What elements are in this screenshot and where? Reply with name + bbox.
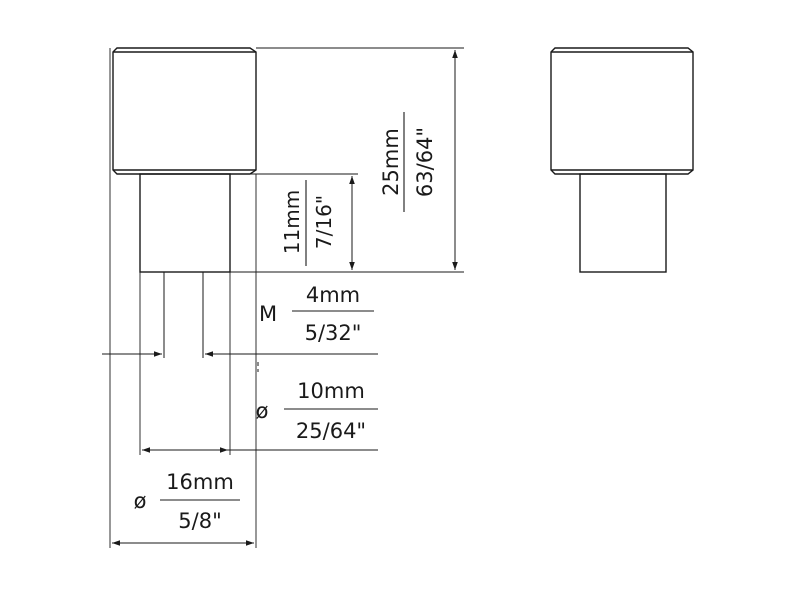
knob-stem <box>139 173 231 273</box>
dimension-lines <box>102 50 458 546</box>
thread-prefix-label: M <box>259 302 277 326</box>
knob-diameter-imperial-label: 5/8" <box>178 509 221 533</box>
side-knob-stem <box>579 173 667 273</box>
stem-height-metric-label: 11mm <box>280 190 304 254</box>
thread-metric-label: 4mm <box>306 283 360 307</box>
stem-height-imperial-label: 7/16" <box>312 195 336 249</box>
fraction-bars <box>160 112 405 501</box>
knob-diameter-prefix-label: ø <box>134 489 147 513</box>
stem-diameter-prefix-label: ø <box>256 399 269 423</box>
side-view <box>550 47 694 273</box>
screw-thread <box>163 272 204 358</box>
stem-diameter-metric-label: 10mm <box>297 379 365 403</box>
knob-diameter-metric-label: 16mm <box>166 470 234 494</box>
thread-imperial-label: 5/32" <box>305 321 362 345</box>
height-metric-label: 25mm <box>379 128 403 196</box>
side-knob-head <box>550 47 694 175</box>
knob-head <box>112 47 257 175</box>
height-imperial-label: 63/64" <box>413 127 437 197</box>
front-view <box>109 47 464 548</box>
extension-lines <box>109 47 464 548</box>
stem-diameter-imperial-label: 25/64" <box>296 419 366 443</box>
